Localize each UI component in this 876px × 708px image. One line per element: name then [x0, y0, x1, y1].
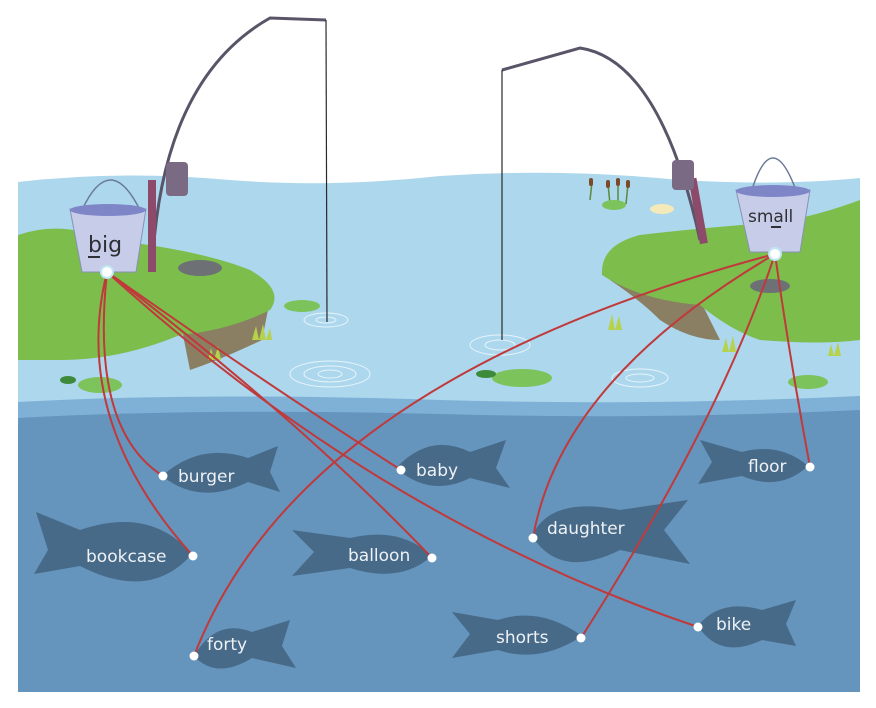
bucket-small-pin[interactable]: [768, 247, 782, 261]
connection-lines: [97, 253, 811, 657]
fish-bookcase[interactable]: bookcase: [86, 547, 198, 567]
water-lily-flower: [650, 204, 674, 214]
fish-daughter-body: [532, 500, 690, 564]
connection-line-big-baby: [106, 271, 402, 471]
bucket-handle: [81, 179, 141, 211]
bucket-rim: [736, 185, 810, 197]
fish-burger-body: [162, 446, 280, 493]
fish-balloon[interactable]: balloon: [348, 546, 437, 566]
fish-label: burger: [178, 467, 235, 487]
fish-shapes: [34, 440, 808, 669]
fish-label: bike: [716, 615, 751, 635]
left-fishing-rod: [148, 16, 328, 323]
lily-pad: [492, 369, 552, 387]
fish-pin[interactable]: [805, 462, 815, 472]
fish-labels: burger baby floor bookcase balloon daugh…: [86, 457, 815, 661]
fish-pin[interactable]: [396, 465, 406, 475]
fish-baby[interactable]: baby: [396, 461, 459, 481]
bucket-big-pin[interactable]: [100, 265, 114, 279]
lily-pad: [284, 300, 320, 312]
bucket-small[interactable]: small: [735, 157, 811, 253]
fish-pin[interactable]: [427, 553, 437, 563]
connection-line-small-daughter: [532, 253, 776, 539]
connection-line-small-shorts: [580, 253, 776, 639]
bucket-big-label: big: [88, 233, 122, 258]
fish-pin[interactable]: [528, 533, 538, 543]
fish-label: daughter: [547, 519, 625, 539]
fish-label: forty: [207, 635, 247, 655]
bucket-big[interactable]: big: [69, 179, 147, 273]
fish-pin[interactable]: [576, 633, 586, 643]
connection-line-small-forty: [193, 253, 776, 657]
fish-bike[interactable]: bike: [693, 615, 752, 635]
fish-pin[interactable]: [189, 651, 199, 661]
rock: [178, 260, 222, 276]
fish-label: bookcase: [86, 547, 167, 567]
fish-label: shorts: [496, 628, 549, 648]
fish-shorts[interactable]: shorts: [496, 628, 586, 648]
rock: [750, 279, 790, 293]
connection-line-big-bookcase: [97, 271, 194, 557]
fish-floor[interactable]: floor: [748, 457, 815, 477]
left-grass-tufts: [208, 324, 272, 360]
fish-burger[interactable]: burger: [158, 467, 235, 487]
bucket-rim: [70, 204, 146, 216]
fish-label: baby: [416, 461, 458, 481]
right-island-cliff: [610, 280, 720, 340]
fish-bookcase-body: [34, 512, 192, 582]
bucket-handle: [749, 157, 799, 197]
lily-pad: [60, 376, 76, 384]
right-grass-tufts: [608, 314, 841, 356]
connection-line-small-floor: [774, 253, 811, 468]
fish-balloon-body: [292, 530, 432, 576]
fish-forty[interactable]: forty: [189, 635, 248, 661]
fish-forty-body: [194, 620, 296, 669]
connection-line-big-burger: [102, 271, 164, 477]
connection-line-big-balloon: [106, 271, 433, 559]
fish-pin[interactable]: [693, 622, 703, 632]
lily-pad: [788, 375, 828, 389]
fish-label: balloon: [348, 546, 410, 566]
fish-baby-body: [396, 440, 510, 488]
fish-shorts-body: [452, 612, 582, 658]
fish-bike-body: [698, 600, 796, 648]
lily-pad: [476, 370, 496, 378]
right-fishing-rod: [501, 46, 708, 340]
fish-daughter[interactable]: daughter: [528, 519, 625, 543]
fish-label: floor: [748, 457, 787, 477]
ripples: [289, 312, 669, 388]
lily-pad: [78, 377, 122, 393]
cattails: [589, 178, 630, 210]
bucket-small-label: small: [748, 207, 793, 227]
fish-pin[interactable]: [158, 471, 168, 481]
fish-pin[interactable]: [188, 551, 198, 561]
fish-floor-body: [698, 440, 808, 484]
